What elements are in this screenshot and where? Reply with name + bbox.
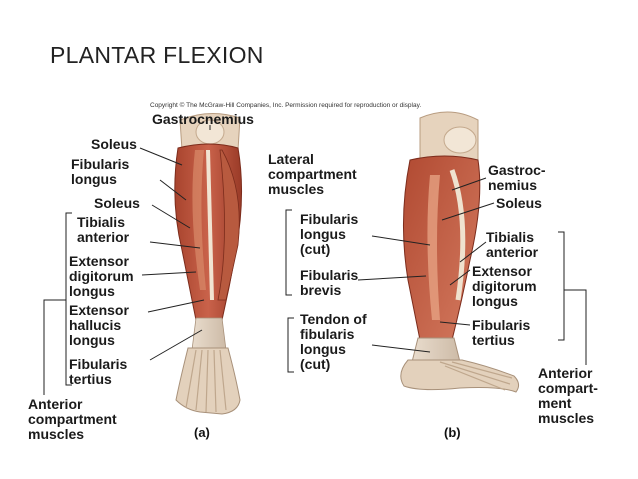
slide-title: PLANTAR FLEXION [50, 42, 264, 68]
leader-lines-b [285, 177, 587, 373]
panel-a-label: (a) [194, 425, 210, 440]
label-fibularis-longus-a: Fibularis longus [71, 156, 130, 187]
label-tendon-fibularis-longus-b: Tendon of fibularis longus (cut) [300, 311, 367, 372]
label-soleus-top-a: Soleus [91, 136, 137, 152]
label-gastrocnemius-b: Gastroc- nemius [488, 162, 546, 193]
label-lateral-compartment-b: Lateral compartment muscles [268, 151, 357, 197]
label-fibularis-longus-cut-b: Fibularis longus (cut) [300, 211, 359, 257]
label-soleus-b: Soleus [496, 195, 542, 211]
label-soleus-a: Soleus [94, 195, 140, 211]
label-fibularis-tertius-a: Fibularis tertius [69, 356, 128, 387]
leg-b-illustration [400, 111, 520, 393]
label-extensor-digitorum-longus-a: Extensor digitorum longus [69, 253, 134, 299]
leader-lines-a [43, 125, 211, 395]
label-extensor-digitorum-longus-b: Extensor digitorum longus [472, 263, 537, 309]
label-anterior-compartment-a: Anterior compartment muscles [28, 396, 117, 442]
label-fibularis-brevis-b: Fibularis brevis [300, 267, 359, 298]
label-tibialis-anterior-b: Tibialis anterior [486, 229, 539, 260]
leg-a-illustration [174, 113, 243, 415]
copyright-notice: Copyright © The McGraw-Hill Companies, I… [150, 102, 422, 109]
label-tibialis-anterior-a: Tibialis anterior [77, 214, 130, 245]
label-gastrocnemius-a: Gastrocnemius [152, 111, 254, 127]
label-extensor-hallucis-longus-a: Extensor hallucis longus [69, 302, 129, 348]
label-fibularis-tertius-b: Fibularis tertius [472, 317, 531, 348]
label-anterior-compartment-b: Anterior compart- ment muscles [538, 365, 598, 426]
panel-b-label: (b) [444, 425, 461, 440]
